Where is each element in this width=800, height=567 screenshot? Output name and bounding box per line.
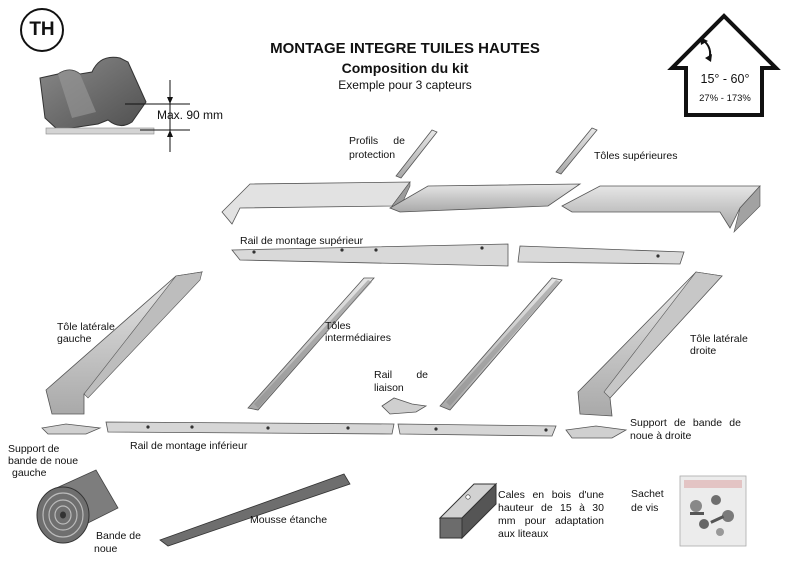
label-support-gauche-2: bande de noue	[8, 455, 79, 467]
label-rail-superieur: Rail de montage supérieur	[240, 235, 364, 247]
label-rail-liaison-1: Rail de	[374, 369, 428, 381]
label-toles-intermediaires-1: Tôles	[325, 320, 351, 332]
roof-tile-illustration	[39, 56, 190, 152]
lower-mounting-rail	[105, 421, 557, 437]
valley-band-supports	[41, 423, 628, 439]
protection-profiles	[395, 127, 598, 179]
label-cales-1: Cales en bois d'une	[498, 489, 604, 501]
label-tole-laterale-gauche-2: gauche	[57, 333, 92, 345]
slope-degrees: 15° - 60°	[700, 72, 750, 86]
label-sachet-2: de vis	[631, 502, 659, 514]
label-rail-inferieur: Rail de montage inférieur	[130, 440, 248, 452]
label-profils-2: protection	[349, 149, 396, 161]
label-cales-2: hauteur de 15 à 30	[498, 502, 604, 514]
label-support-droite-1: Support de bande de	[630, 417, 741, 429]
upper-sheets	[221, 181, 761, 233]
intermediate-sheets	[247, 277, 563, 411]
label-profils-1: Profils de	[349, 135, 405, 147]
label-toles-superieures: Tôles supérieures	[594, 150, 678, 162]
page-title: MONTAGE INTEGRE TUILES HAUTES	[270, 40, 540, 57]
connecting-rail	[381, 397, 428, 415]
label-bande-noue-1: Bande de	[96, 530, 141, 542]
label-tole-laterale-droite-2: droite	[690, 345, 717, 357]
right-side-sheet	[577, 271, 723, 417]
label-mousse-etanche: Mousse étanche	[250, 514, 328, 526]
max-height-label: Max. 90 mm	[157, 108, 224, 122]
label-bande-noue-2: noue	[94, 543, 118, 555]
label-tole-laterale-gauche-1: Tôle latérale	[57, 321, 115, 333]
page-subtitle: Composition du kit	[341, 60, 469, 76]
roof-slope-icon	[667, 13, 781, 117]
sealing-foam	[159, 473, 351, 547]
label-sachet-1: Sachet	[631, 488, 664, 500]
label-cales-4: aux liteaux	[498, 528, 549, 540]
th-badge: TH	[20, 8, 64, 52]
label-rail-liaison-2: liaison	[374, 382, 404, 394]
upper-mounting-rail	[231, 243, 685, 267]
label-support-droite-2: noue à droite	[630, 430, 692, 442]
slope-percent: 27% - 173%	[699, 93, 751, 104]
label-support-gauche-1: Support de	[8, 443, 60, 455]
left-side-sheet	[45, 271, 204, 415]
label-support-gauche-3: gauche	[12, 467, 47, 479]
screw-bag-image	[679, 475, 747, 547]
wooden-wedge	[438, 482, 498, 540]
label-tole-laterale-droite-1: Tôle latérale	[690, 333, 748, 345]
label-toles-intermediaires-2: intermédiaires	[325, 332, 391, 344]
label-cales-3: mm pour adaptation	[498, 515, 604, 527]
valley-band-roll	[36, 469, 119, 544]
example-note: Exemple pour 3 capteurs	[338, 78, 472, 92]
